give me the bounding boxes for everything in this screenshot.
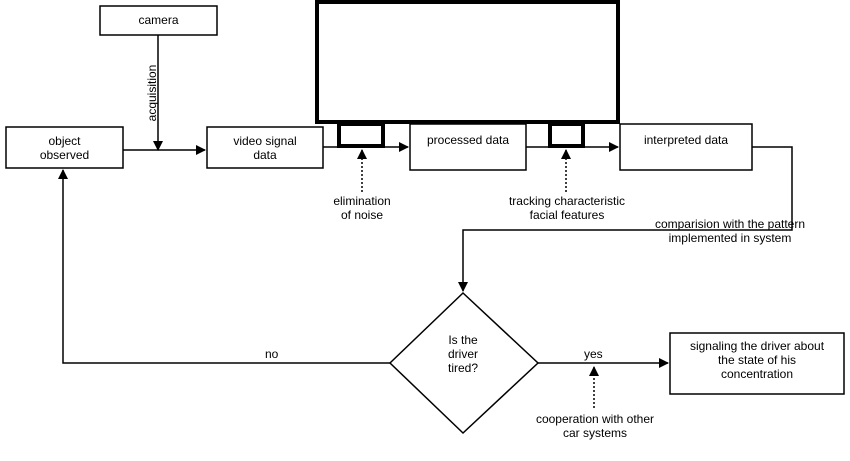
no-label: no xyxy=(265,347,279,361)
camera-box xyxy=(99,5,218,36)
signaling-box xyxy=(669,332,845,395)
video-signal-data-box xyxy=(206,126,324,169)
signaling-label: signaling the driver about the state of … xyxy=(689,339,825,381)
interpreted-data-box xyxy=(619,123,753,171)
processed-data-box xyxy=(409,123,527,171)
camera-label: camera xyxy=(138,13,179,27)
interpreted-data-label: interpreted data xyxy=(643,133,729,147)
tracking-label: tracking characteristic facial features xyxy=(508,194,626,222)
processing-unit-box xyxy=(315,0,620,124)
object-observed-box xyxy=(5,126,124,169)
cooperation-label: cooperation with other car systems xyxy=(535,412,655,440)
elimination-label: elimination of noise xyxy=(333,194,391,222)
processed-data-label: processed data xyxy=(426,133,510,147)
video-signal-data-label: video signal data xyxy=(233,134,297,162)
decision-label: Is the driver tired? xyxy=(447,333,479,375)
comparison-label: comparision with the pattern implemented… xyxy=(654,217,806,245)
acquisition-label: acquisition xyxy=(145,64,159,122)
object-observed-label: object observed xyxy=(39,134,90,162)
arrow-interpreted-to-decision xyxy=(458,146,793,292)
decision-diamond xyxy=(388,291,540,435)
noise-filter-box xyxy=(337,122,385,148)
tracking-filter-box xyxy=(548,122,585,148)
yes-label: yes xyxy=(584,347,603,361)
arrow-no-to-object xyxy=(58,169,390,364)
